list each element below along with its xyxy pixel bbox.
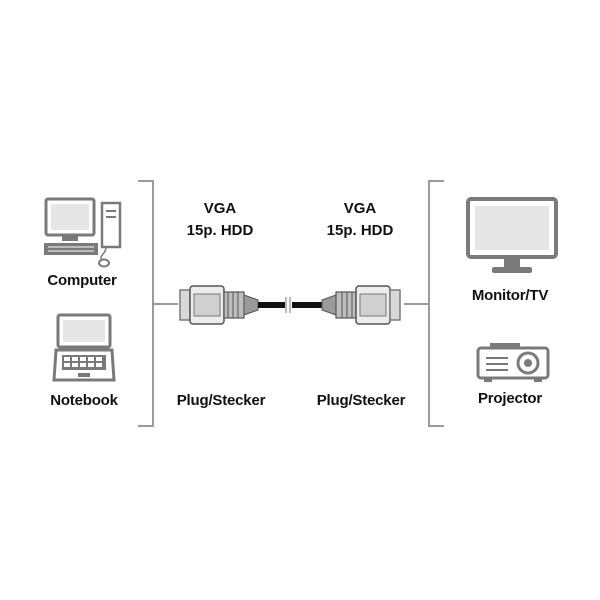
notebook-icon xyxy=(52,313,116,382)
left-end-connector-label: Plug/Stecker xyxy=(176,392,266,409)
right-end-connector-label: Plug/Stecker xyxy=(316,392,406,409)
left-bracket-bottom xyxy=(138,425,154,427)
vga-cable xyxy=(179,285,401,325)
right-vga-plug xyxy=(321,285,401,325)
left-end-spec: 15p. HDD xyxy=(186,222,254,239)
monitor-label: Monitor/TV xyxy=(471,287,549,304)
right-bracket-vertical xyxy=(428,180,430,427)
notebook-label: Notebook xyxy=(50,392,118,409)
left-vga-plug xyxy=(179,285,259,325)
desktop-computer-icon xyxy=(44,197,122,268)
right-end-spec: 15p. HDD xyxy=(326,222,394,239)
projector-label: Projector xyxy=(477,390,543,407)
right-connector-line xyxy=(404,303,430,305)
left-bracket-top xyxy=(138,180,154,182)
projector-icon xyxy=(476,343,550,382)
right-bracket-bottom xyxy=(428,425,444,427)
monitor-icon xyxy=(466,197,558,273)
right-bracket-top xyxy=(428,180,444,182)
computer-label: Computer xyxy=(47,272,117,289)
left-end-type: VGA xyxy=(203,200,237,217)
left-connector-line xyxy=(152,303,178,305)
right-end-type: VGA xyxy=(343,200,377,217)
